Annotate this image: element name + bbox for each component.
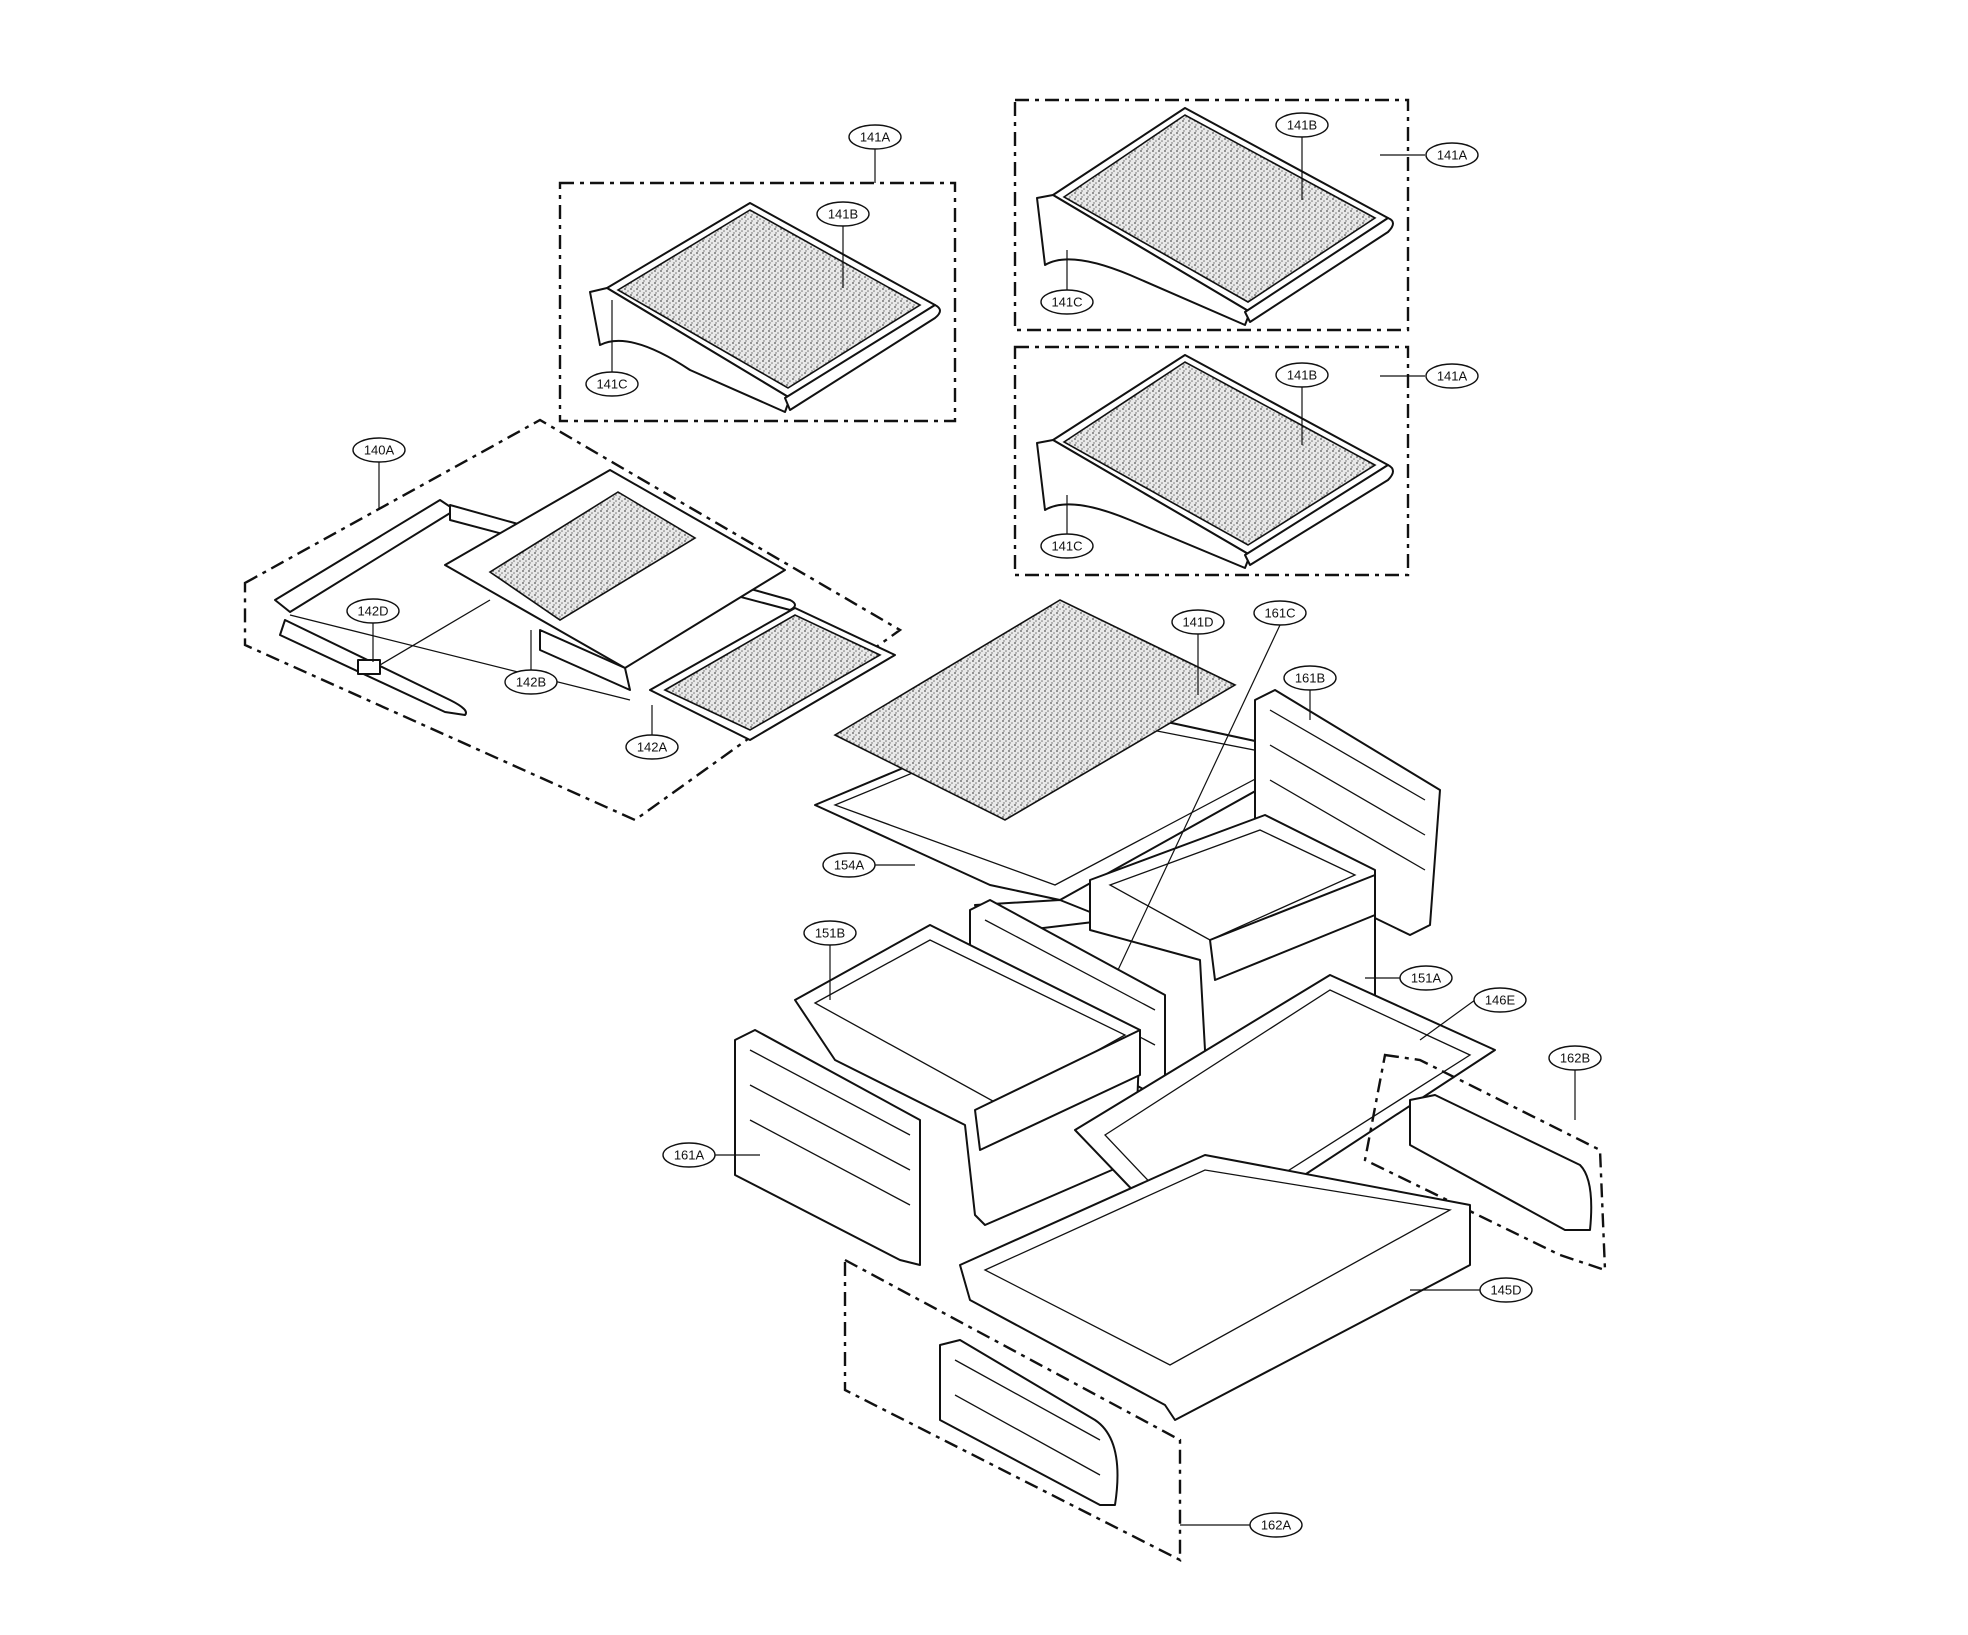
- callout-label: 141C: [596, 377, 627, 392]
- callout-142d: 142D: [346, 598, 400, 624]
- callout-label: 140A: [364, 443, 395, 458]
- callout-154a: 154A: [822, 852, 876, 878]
- callout-label: 154A: [834, 858, 865, 873]
- callout-141c-right-lower: 141C: [1040, 533, 1094, 559]
- callout-161c: 161C: [1253, 600, 1307, 626]
- callout-label: 141D: [1182, 615, 1213, 630]
- callout-label: 161A: [674, 1148, 705, 1163]
- shelf-assembly-141a-left: [558, 181, 957, 423]
- callout-141c-right-upper: 141C: [1040, 289, 1094, 315]
- crisper-cover-glass-141d: [833, 599, 1237, 821]
- callout-142a: 142A: [625, 734, 679, 760]
- dashed-box-162b: [1363, 1053, 1607, 1272]
- shelf-assembly-141a-right-lower: [1013, 345, 1410, 577]
- callout-label: 141B: [1287, 118, 1317, 133]
- shelf-glass-142b: [488, 491, 697, 621]
- tray-145d: [959, 1154, 1471, 1421]
- callout-label: 141C: [1051, 539, 1082, 554]
- callout-label: 141B: [828, 207, 858, 222]
- dashed-box-141a-right-lower: [1013, 345, 1410, 577]
- callout-label: 141A: [860, 130, 891, 145]
- callout-162a: 162A: [1249, 1512, 1303, 1538]
- callout-label: 141A: [1437, 369, 1468, 384]
- callout-161a: 161A: [662, 1142, 716, 1168]
- dashed-box-141a-left: [558, 181, 957, 423]
- callout-141c-left: 141C: [585, 371, 639, 397]
- callout-label: 142B: [516, 675, 546, 690]
- callout-label: 141A: [1437, 148, 1468, 163]
- callout-141b-right-upper: 141B: [1275, 112, 1329, 138]
- crisper-drawer-151b: [794, 924, 1141, 1226]
- callout-141a-right-upper: 141A: [1425, 142, 1479, 168]
- divider-161a: [734, 1029, 921, 1266]
- shelf-glass-141b-right-upper: [1062, 114, 1377, 303]
- callout-label: 162A: [1261, 1518, 1292, 1533]
- callout-label: 141B: [1287, 368, 1317, 383]
- callout-162b: 162B: [1548, 1045, 1602, 1071]
- callout-label: 141C: [1051, 295, 1082, 310]
- callout-151a: 151A: [1399, 965, 1453, 991]
- shelf-glass-141b-left: [616, 209, 922, 389]
- dashed-box-162a: [843, 1257, 1182, 1562]
- shelf-glass-141b-right-lower: [1062, 361, 1377, 546]
- dashed-box-141a-right-upper: [1013, 98, 1410, 332]
- dashed-box-140a: [243, 418, 903, 822]
- leader-lines: [372, 137, 1576, 1526]
- callout-151b: 151B: [803, 920, 857, 946]
- callout-140a: 140A: [352, 437, 406, 463]
- callout-label: 151B: [815, 926, 845, 941]
- callout-141a-right-lower: 141A: [1425, 363, 1479, 389]
- callout-label: 151A: [1411, 971, 1442, 986]
- callout-141a-left: 141A: [848, 124, 902, 150]
- callout-145d: 145D: [1479, 1277, 1533, 1303]
- shelf-assembly-141a-right-upper: [1013, 98, 1410, 332]
- callout-label: 146E: [1485, 993, 1516, 1008]
- callout-label: 142D: [357, 604, 388, 619]
- cover-162b: [1363, 1053, 1607, 1272]
- shelf-bracket-left: [589, 287, 791, 413]
- shelf-glass-142a: [663, 614, 882, 731]
- callout-label: 162B: [1560, 1051, 1590, 1066]
- callout-label: 145D: [1490, 1283, 1521, 1298]
- slide-shelf-assembly-140a: [243, 418, 903, 822]
- callout-141b-right-lower: 141B: [1275, 362, 1329, 388]
- callout-label: 142A: [637, 740, 668, 755]
- callout-label: 161C: [1264, 606, 1295, 621]
- callout-141d: 141D: [1171, 609, 1225, 635]
- callout-141b-left: 141B: [816, 201, 870, 227]
- callout-161b: 161B: [1283, 665, 1337, 691]
- bracket-142d: [357, 659, 381, 675]
- callout-142b: 142B: [504, 669, 558, 695]
- cover-162a: [843, 1257, 1182, 1562]
- callout-label: 161B: [1295, 671, 1325, 686]
- callout-146e: 146E: [1473, 987, 1527, 1013]
